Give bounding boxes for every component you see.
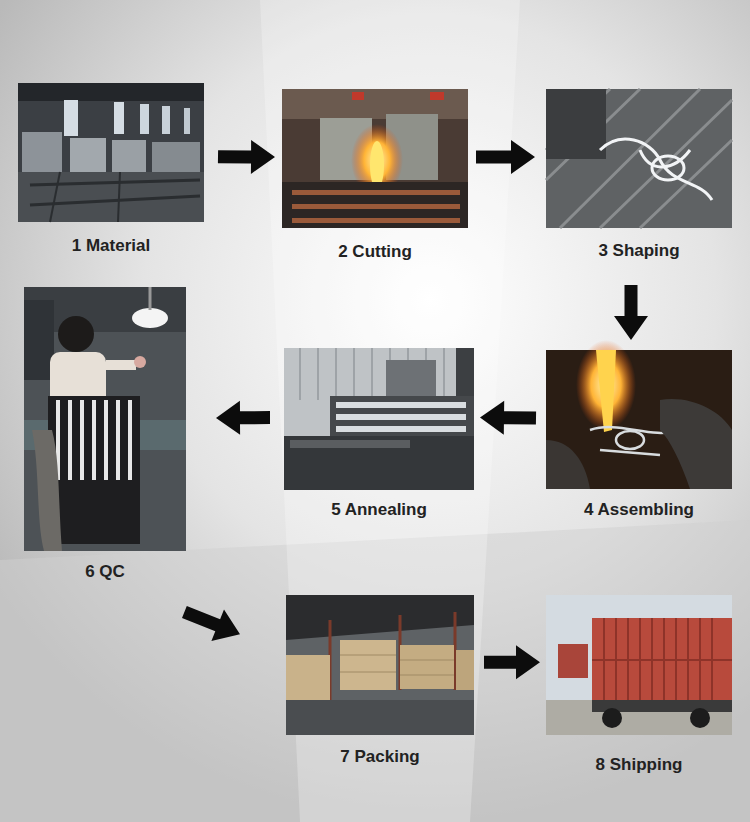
step-photo: 3 Shaping	[546, 89, 732, 228]
step-label: 1 Material	[0, 236, 234, 256]
step-label: 3 Shaping	[516, 241, 750, 261]
step-label: 7 Packing	[256, 747, 504, 767]
flow-arrow	[216, 401, 270, 435]
step-label: 6 QC	[0, 562, 216, 582]
step-label: 4 Assembling	[516, 500, 750, 520]
arrow-shape	[476, 140, 535, 174]
step-photo: 2 Cutting	[282, 89, 468, 228]
annealing-photo	[284, 348, 474, 490]
material-photo	[18, 83, 204, 222]
step-label: 5 Annealing	[254, 500, 504, 520]
qc-photo	[24, 287, 186, 551]
step-label: 8 Shipping	[516, 755, 750, 775]
flow-arrow	[614, 285, 648, 340]
arrow-shape	[484, 645, 540, 679]
flow-arrow	[480, 401, 536, 435]
packing-photo	[286, 595, 474, 735]
step-label: 2 Cutting	[252, 242, 498, 262]
step-photo: 8 Shipping	[546, 595, 732, 735]
assembling-photo	[546, 340, 732, 489]
flow-arrow	[484, 645, 540, 679]
arrow-shape	[216, 401, 270, 435]
shaping-photo	[546, 89, 732, 228]
arrow-shape	[614, 285, 648, 340]
step-photo: 6 QC	[24, 287, 186, 551]
cutting-photo	[282, 89, 468, 228]
step-photo: 1 Material	[18, 83, 204, 222]
arrow-shape	[182, 606, 240, 641]
flow-arrow	[476, 140, 535, 174]
shipping-photo	[546, 595, 732, 735]
flow-arrow	[182, 606, 240, 641]
arrow-shape	[480, 401, 536, 435]
step-photo: 7 Packing	[286, 595, 474, 735]
flow-arrow	[218, 140, 275, 174]
arrow-shape	[218, 140, 275, 174]
step-photo: 5 Annealing	[284, 348, 474, 490]
step-photo: 4 Assembling	[546, 350, 732, 489]
